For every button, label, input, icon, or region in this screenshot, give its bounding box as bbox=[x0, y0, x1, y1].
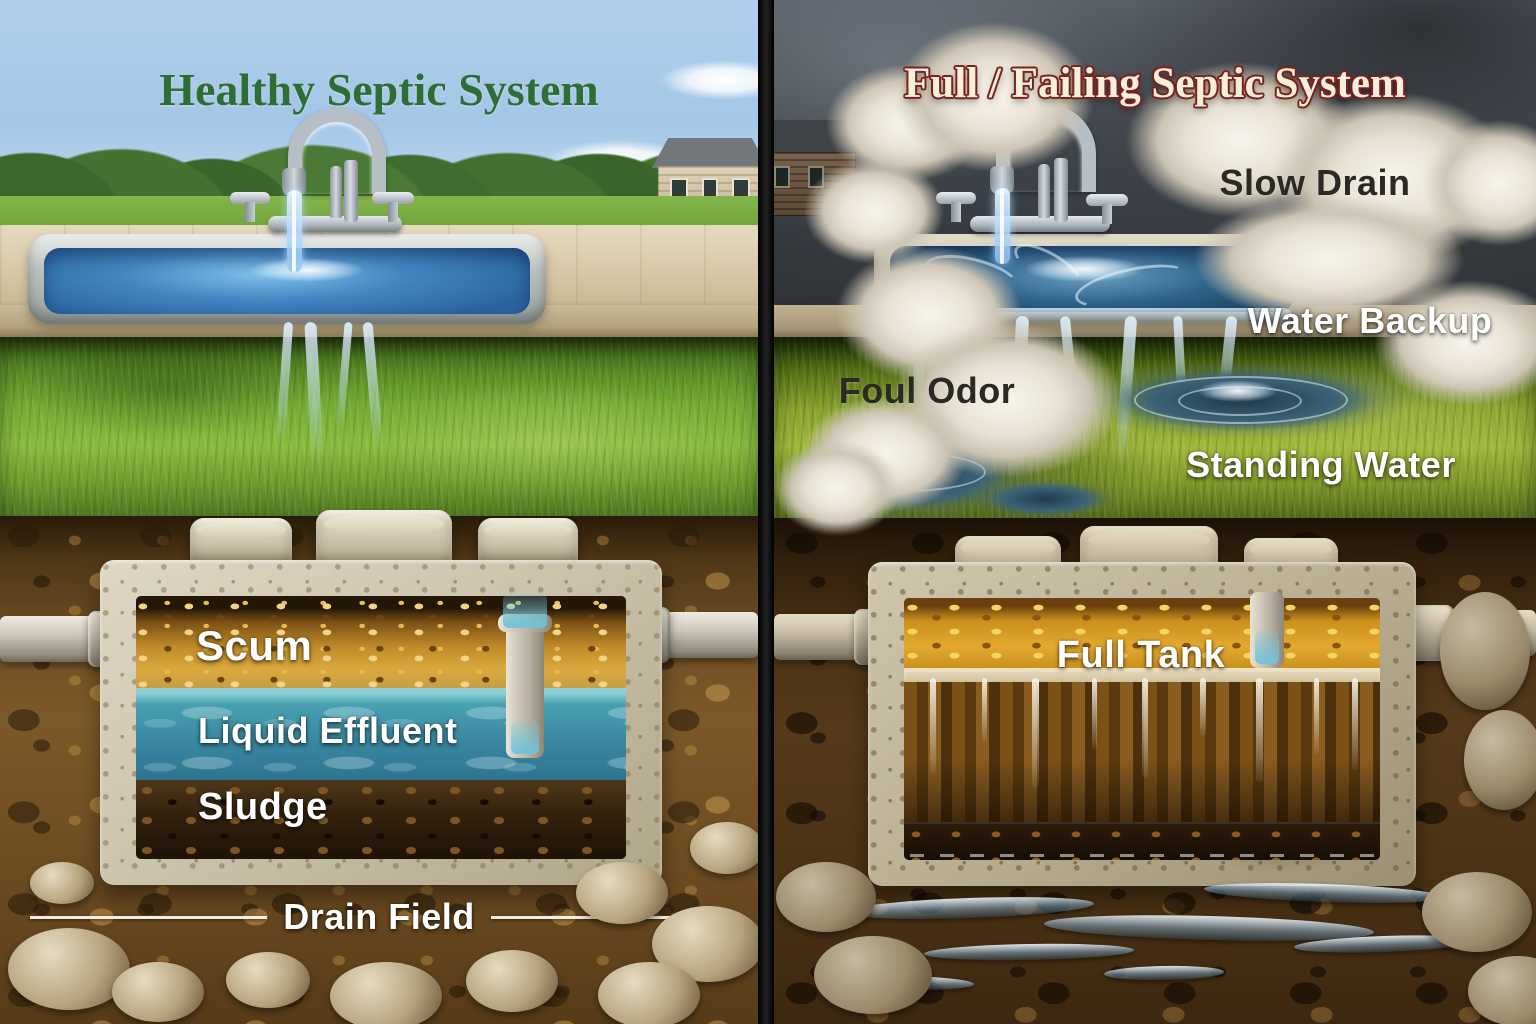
rock bbox=[576, 862, 668, 924]
steam-cloud bbox=[894, 22, 1094, 172]
rock bbox=[30, 862, 94, 904]
overflow-drip-inside bbox=[1092, 678, 1097, 750]
cloud-icon bbox=[660, 60, 758, 100]
liquid-effluent-layer bbox=[136, 688, 626, 780]
rock bbox=[1440, 592, 1530, 710]
overflow-drip-inside bbox=[1032, 678, 1039, 788]
water-splash bbox=[248, 258, 364, 282]
handle-stem bbox=[388, 202, 398, 222]
label-scum: Scum bbox=[196, 622, 313, 669]
faucet-handle bbox=[1086, 194, 1128, 226]
label-sludge: Sludge bbox=[198, 786, 328, 828]
house-window bbox=[670, 178, 688, 200]
house-roof bbox=[652, 138, 758, 168]
outlet-baffle-tee bbox=[506, 624, 544, 758]
rock bbox=[814, 936, 932, 1014]
house-window bbox=[702, 178, 718, 200]
rock bbox=[1422, 872, 1532, 952]
steam-cloud bbox=[1374, 280, 1536, 406]
rock bbox=[226, 952, 310, 1008]
overflow-drip-inside bbox=[982, 678, 987, 742]
full-scum-layer bbox=[904, 598, 1380, 672]
rock bbox=[330, 962, 442, 1024]
drain-field-line bbox=[30, 915, 268, 919]
faucet-leg bbox=[344, 160, 358, 222]
failing-septic-tank bbox=[868, 562, 1416, 886]
handle-bar bbox=[1086, 194, 1128, 206]
faucet-water-stream bbox=[995, 188, 1010, 264]
rock bbox=[466, 950, 558, 1012]
overflow-drip-inside bbox=[930, 678, 936, 774]
faucet-leg bbox=[1054, 158, 1068, 222]
puddle-ripple bbox=[1134, 376, 1348, 424]
label-foul-odor: Foul Odor bbox=[838, 370, 1016, 411]
rock bbox=[598, 962, 700, 1024]
outlet-baffle-cap bbox=[498, 594, 552, 632]
rock bbox=[1464, 710, 1536, 810]
handle-bar bbox=[230, 192, 270, 204]
rock bbox=[112, 962, 204, 1022]
faucet-sprayer bbox=[330, 166, 342, 218]
house-window bbox=[732, 178, 750, 200]
handle-stem bbox=[951, 202, 961, 222]
label-slow-drain: Slow Drain bbox=[1219, 162, 1411, 203]
overflow-drip-inside bbox=[1314, 678, 1319, 754]
failing-title: Full / Failing Septic System bbox=[904, 59, 1406, 107]
tank-lid bbox=[190, 518, 292, 568]
standing-water-puddle bbox=[970, 478, 1120, 520]
healthy-panel: Scum Liquid Effluent Sludge Drain Field … bbox=[0, 0, 758, 1024]
tank-interior bbox=[904, 598, 1380, 860]
inlet-baffle-stub bbox=[1250, 592, 1284, 668]
rock bbox=[1468, 956, 1536, 1024]
rock bbox=[776, 862, 876, 932]
handle-bar bbox=[936, 192, 976, 204]
overflow-drip-inside bbox=[1200, 678, 1206, 736]
label-water-backup: Water Backup bbox=[1247, 300, 1493, 341]
handle-bar bbox=[372, 192, 414, 204]
bottom-water-line bbox=[910, 854, 1374, 857]
overflow-drip-inside bbox=[1142, 678, 1148, 778]
septic-tank bbox=[100, 560, 662, 885]
faucet-handle bbox=[372, 192, 414, 224]
rock bbox=[690, 822, 758, 874]
faucet-handle bbox=[230, 192, 270, 224]
faucet-water-stream bbox=[287, 190, 302, 272]
sludge-layer bbox=[136, 780, 626, 859]
panel-divider bbox=[758, 0, 774, 1024]
healthy-title: Healthy Septic System bbox=[159, 63, 599, 115]
faucet-sprayer bbox=[1038, 164, 1050, 218]
rock bbox=[8, 928, 130, 1010]
label-drain-field: Drain Field bbox=[283, 896, 475, 937]
label-liquid-effluent: Liquid Effluent bbox=[198, 710, 458, 751]
tank-lid bbox=[478, 518, 578, 568]
house-window bbox=[774, 166, 790, 188]
handle-stem bbox=[1102, 204, 1112, 224]
failing-panel: Slow Drain Water Backup Foul Odor Standi… bbox=[774, 0, 1536, 1024]
odor-cloud bbox=[774, 440, 900, 536]
tank-interior bbox=[136, 596, 626, 859]
label-standing-water: Standing Water bbox=[1186, 444, 1456, 485]
water-splash bbox=[1024, 256, 1144, 282]
puddle-splash bbox=[1198, 380, 1278, 402]
faucet-handle bbox=[936, 192, 976, 224]
overflow-drip-inside bbox=[1256, 678, 1263, 782]
overflow-drip-inside bbox=[1352, 678, 1358, 770]
label-full-tank: Full Tank bbox=[1056, 634, 1226, 676]
handle-stem bbox=[245, 202, 255, 222]
